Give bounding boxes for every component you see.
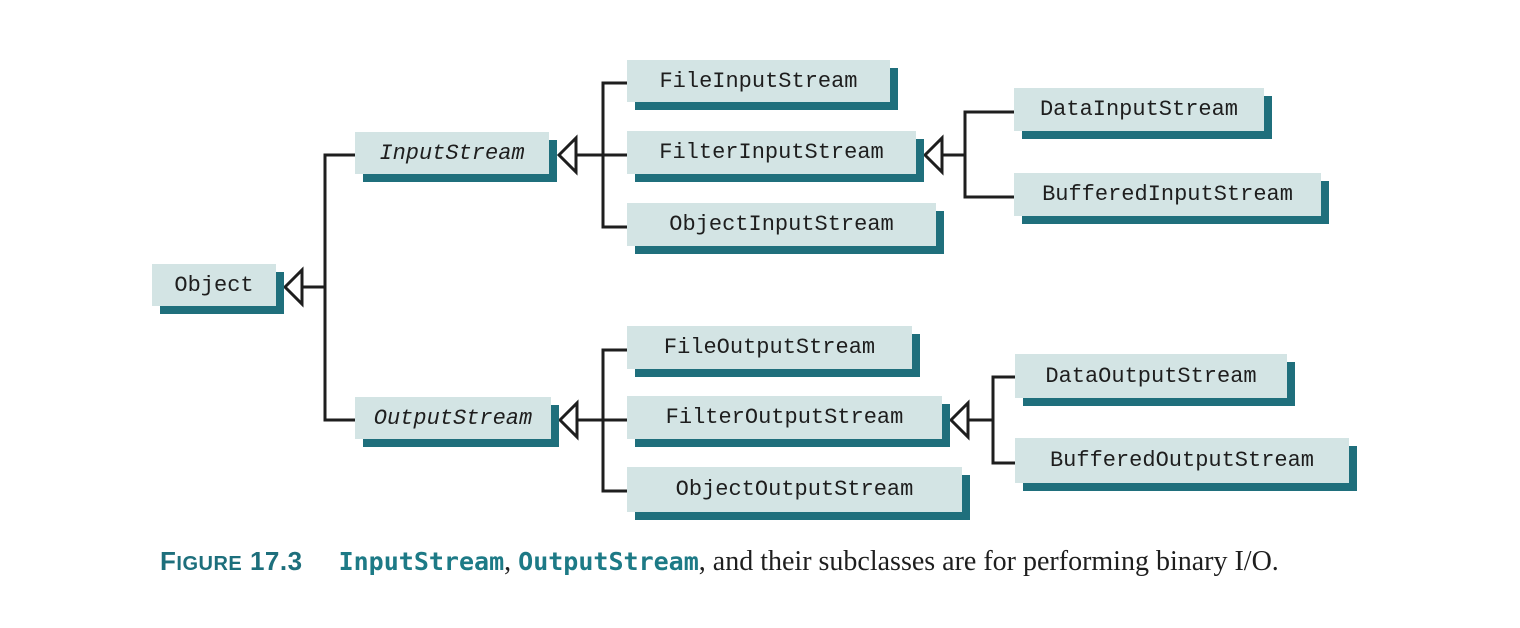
class-name-dataoutputstream: DataOutputStream bbox=[1015, 354, 1287, 398]
figure-label: FIGURE 17.3 bbox=[160, 546, 303, 577]
class-name-datainputstream: DataInputStream bbox=[1014, 88, 1264, 131]
generalization-arrow-object bbox=[282, 266, 304, 308]
class-box-fileinputstream: FileInputStream bbox=[627, 60, 898, 110]
generalization-arrow-outputstream bbox=[557, 399, 579, 441]
inheritance-connectors bbox=[282, 81, 1015, 493]
class-box-objectinputstream: ObjectInputStream bbox=[627, 203, 944, 254]
class-box-bufferedoutputstream: BufferedOutputStream bbox=[1015, 438, 1357, 491]
class-name-outputstream: OutputStream bbox=[355, 397, 551, 439]
class-box-outputstream: OutputStream bbox=[355, 397, 559, 447]
class-name-filterinputstream: FilterInputStream bbox=[627, 131, 916, 174]
generalization-arrow-filteroutputstream bbox=[948, 399, 970, 441]
class-box-bufferedinputstream: BufferedInputStream bbox=[1014, 173, 1329, 224]
edge-object-children bbox=[323, 153, 355, 422]
generalization-arrow-filterinputstream bbox=[922, 134, 944, 176]
figure-caption: FIGURE 17.3 InputStream, OutputStream, a… bbox=[160, 546, 1440, 586]
figure-number: 17.3 bbox=[249, 546, 303, 576]
class-name-bufferedoutputstream: BufferedOutputStream bbox=[1015, 438, 1349, 483]
class-hierarchy-diagram: Object InputStream OutputStream FileInpu… bbox=[152, 60, 1357, 520]
class-name-fileinputstream: FileInputStream bbox=[627, 60, 890, 102]
class-name-inputstream: InputStream bbox=[355, 132, 549, 174]
class-name-filteroutputstream: FilterOutputStream bbox=[627, 396, 942, 439]
caption-code-inputstream: InputStream bbox=[338, 547, 505, 576]
figure-word-rest: IGURE bbox=[176, 553, 243, 575]
class-name-fileoutputstream: FileOutputStream bbox=[627, 326, 912, 369]
class-name-bufferedinputstream: BufferedInputStream bbox=[1014, 173, 1321, 216]
figure-word-initial: F bbox=[160, 546, 177, 576]
class-box-filterinputstream: FilterInputStream bbox=[627, 131, 924, 182]
caption-code-outputstream: OutputStream bbox=[518, 547, 699, 576]
class-box-objectoutputstream: ObjectOutputStream bbox=[627, 467, 970, 520]
class-name-objectinputstream: ObjectInputStream bbox=[627, 203, 936, 246]
edge-filterinputstream-children bbox=[963, 110, 1014, 199]
generalization-arrow-inputstream bbox=[556, 134, 578, 176]
class-name-objectoutputstream: ObjectOutputStream bbox=[627, 467, 962, 512]
class-name-object: Object bbox=[152, 264, 276, 306]
class-box-object: Object bbox=[152, 264, 284, 314]
caption-separator: , bbox=[504, 546, 519, 577]
class-box-datainputstream: DataInputStream bbox=[1014, 88, 1272, 139]
caption-text: , and their subclasses are for performin… bbox=[698, 546, 1279, 577]
class-box-inputstream: InputStream bbox=[355, 132, 557, 182]
class-box-filteroutputstream: FilterOutputStream bbox=[627, 396, 950, 447]
edge-filteroutputstream-children bbox=[991, 375, 1015, 465]
class-box-fileoutputstream: FileOutputStream bbox=[627, 326, 920, 377]
class-box-dataoutputstream: DataOutputStream bbox=[1015, 354, 1295, 406]
